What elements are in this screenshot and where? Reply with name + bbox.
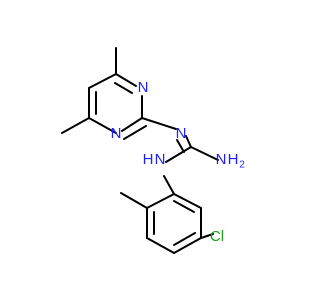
bond-aryl-c6-to-c1-double [173, 200, 195, 213]
bond-guanidine-c-to-nh2 [190, 146, 219, 161]
bond-nh-to-aryl-c1 [163, 175, 175, 195]
bond-aryl-c4-to-c5 [173, 237, 202, 254]
amine-nitrogen-label: N [155, 151, 166, 168]
bond-aryl-methyl [120, 192, 148, 209]
amine-hydrogen-label: H [143, 151, 154, 168]
bond-ring-c-top-to-ch [88, 73, 117, 89]
bond-aryl-c1-to-c2 [146, 193, 175, 209]
bond-ring-n-top-to-c-top [115, 73, 137, 87]
atom-labels: N N N H N N H 2 Cl [111, 79, 246, 245]
imine-nitrogen-label: N [176, 125, 187, 142]
bond-n-imine-to-guanidine-c-double [176, 139, 185, 153]
bond-aryl-to-cl [200, 233, 214, 239]
bond-guanidine-c-to-nh [165, 146, 192, 163]
bond-methyl-left-ring [61, 117, 90, 134]
ring-nitrogen-top-label: N [138, 79, 149, 96]
amino-hydrogen-label: H [228, 151, 239, 168]
bond-c2-to-n-imine [141, 117, 177, 130]
bond-ring-n-top-to-c-top-double [114, 82, 133, 94]
bond-aryl-c6-to-c1 [173, 193, 202, 209]
bond-ring-n-bottom-to-c2 [121, 117, 143, 132]
chlorine-label: Cl [210, 228, 224, 245]
bond-n-imine-to-guanidine-c [185, 135, 192, 148]
amino-subscript-label: 2 [239, 160, 245, 171]
bond-ring-c-left-to-n-bottom [88, 117, 117, 134]
bond-aryl-c3-to-c4 [146, 237, 175, 254]
molecule-structure: N N N H N N H 2 Cl [61, 47, 246, 254]
bonds [61, 47, 219, 254]
bond-aryl-c4-to-c5-double [173, 232, 196, 246]
bond-ring-n-bottom-to-c2-double [123, 125, 147, 140]
ring-nitrogen-bottom-label: N [111, 125, 122, 142]
amino-nitrogen-label: N [216, 151, 227, 168]
